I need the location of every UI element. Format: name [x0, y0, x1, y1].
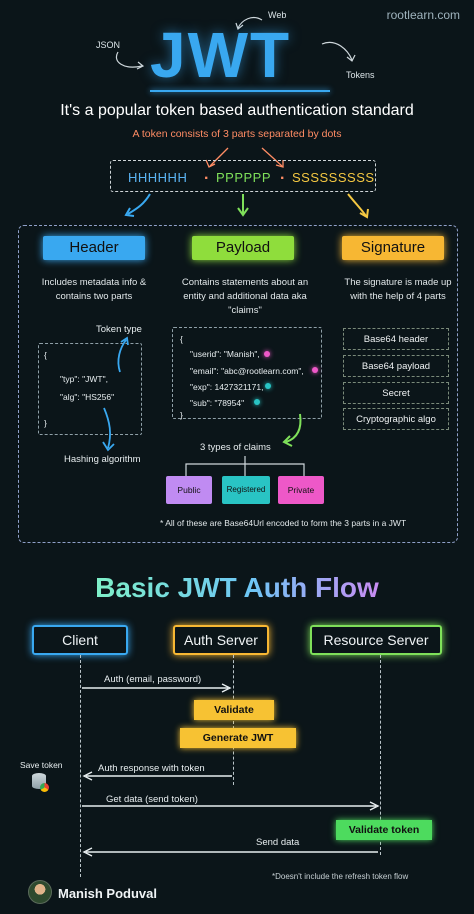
json-label: JSON [96, 40, 121, 50]
header-arrows [102, 336, 129, 452]
payload-line-userid: "userid": "Manish", [190, 349, 260, 359]
claims-tree [185, 456, 305, 476]
title-underline [150, 90, 330, 92]
lifeline-auth-server [233, 655, 234, 785]
token-header-part: HHHHHH [128, 170, 188, 185]
claim-public: Public [166, 476, 212, 504]
flow-title-text: Basic JWT Auth Flow [95, 572, 379, 603]
header-section-label: Header [43, 236, 145, 260]
header-code-close: } [44, 418, 47, 428]
header-code-box [38, 343, 142, 435]
signature-item: Base64 payload [343, 355, 449, 377]
claim-dot-private [312, 367, 318, 373]
jwt-parts-panel [18, 225, 458, 543]
signature-item: Cryptographic algo [343, 408, 449, 430]
actor-resource-server: Resource Server [310, 625, 442, 655]
token-payload-part: PPPPPP [216, 170, 272, 185]
actor-client: Client [32, 625, 128, 655]
claim-dot-registered [254, 399, 260, 405]
encoding-note: * All of these are Base64Url encoded to … [160, 518, 407, 528]
title-arrows [115, 16, 356, 70]
tagline: It's a popular token based authenticatio… [60, 102, 414, 119]
claim-registered: Registered [222, 476, 270, 504]
lifeline-resource-server [380, 655, 381, 855]
token-arrows [124, 147, 369, 219]
signature-section-label: Signature [342, 236, 444, 260]
token-dot-1: . [204, 166, 209, 183]
token-dot-2: . [280, 166, 285, 183]
flow-title: Basic JWT Auth Flow [0, 572, 474, 604]
payload-line-exp: "exp": 1427321171, [190, 382, 264, 392]
payload-line-sub: "sub": "78954" [190, 398, 245, 408]
payload-line-email: "email": "abc@rootlearn.com", [190, 366, 304, 376]
header-description: Includes metadata info & contains two pa… [41, 277, 147, 302]
lifeline-client [80, 655, 81, 877]
token-signature-part: SSSSSSSSS [292, 170, 375, 185]
save-token-label: Save token [20, 760, 63, 770]
brand-url: rootlearn.com [386, 8, 460, 22]
step-validate-token: Validate token [336, 820, 432, 840]
payload-code-open: { [180, 334, 183, 344]
payload-description: Contains statements about an entity and … [181, 277, 309, 316]
token-description: A token consists of 3 parts separated by… [132, 128, 342, 140]
payload-code-close: } [180, 410, 183, 420]
step-generate-jwt: Generate JWT [180, 728, 296, 748]
msg-get-data: Get data (send token) [106, 794, 198, 805]
payload-section-label: Payload [192, 236, 294, 260]
jwt-title: JWT [150, 19, 292, 91]
header-code-open: { [44, 350, 47, 360]
claims-label: 3 types of claims [200, 442, 271, 453]
web-label: Web [268, 10, 287, 20]
msg-auth-request: Auth (email, password) [104, 674, 202, 685]
claim-dot-registered [265, 383, 271, 389]
tokens-label: Tokens [346, 70, 375, 80]
author-name: Manish Poduval [58, 886, 157, 901]
msg-auth-response: Auth response with token [98, 763, 205, 774]
token-string-box [110, 160, 376, 192]
claim-private: Private [278, 476, 324, 504]
author-avatar [28, 880, 52, 904]
token-type-label: Token type [96, 324, 142, 335]
browser-icon [40, 783, 49, 792]
signature-item: Base64 header [343, 328, 449, 350]
header-code-typ: "typ": "JWT", [60, 374, 108, 384]
signature-item: Secret [343, 382, 449, 404]
msg-send-data: Send data [256, 837, 300, 848]
hashing-algorithm-label: Hashing algorithm [64, 454, 141, 465]
footnote: *Doesn't include the refresh token flow [272, 872, 409, 881]
signature-description: The signature is made up with the help o… [344, 277, 452, 302]
payload-arrow [282, 413, 302, 447]
payload-code-box [172, 327, 322, 419]
header-code-alg: "alg": "HS256" [60, 392, 115, 402]
actor-auth-server: Auth Server [173, 625, 269, 655]
claim-dot-private [264, 351, 270, 357]
flow-arrows [82, 683, 380, 857]
step-validate: Validate [194, 700, 274, 720]
